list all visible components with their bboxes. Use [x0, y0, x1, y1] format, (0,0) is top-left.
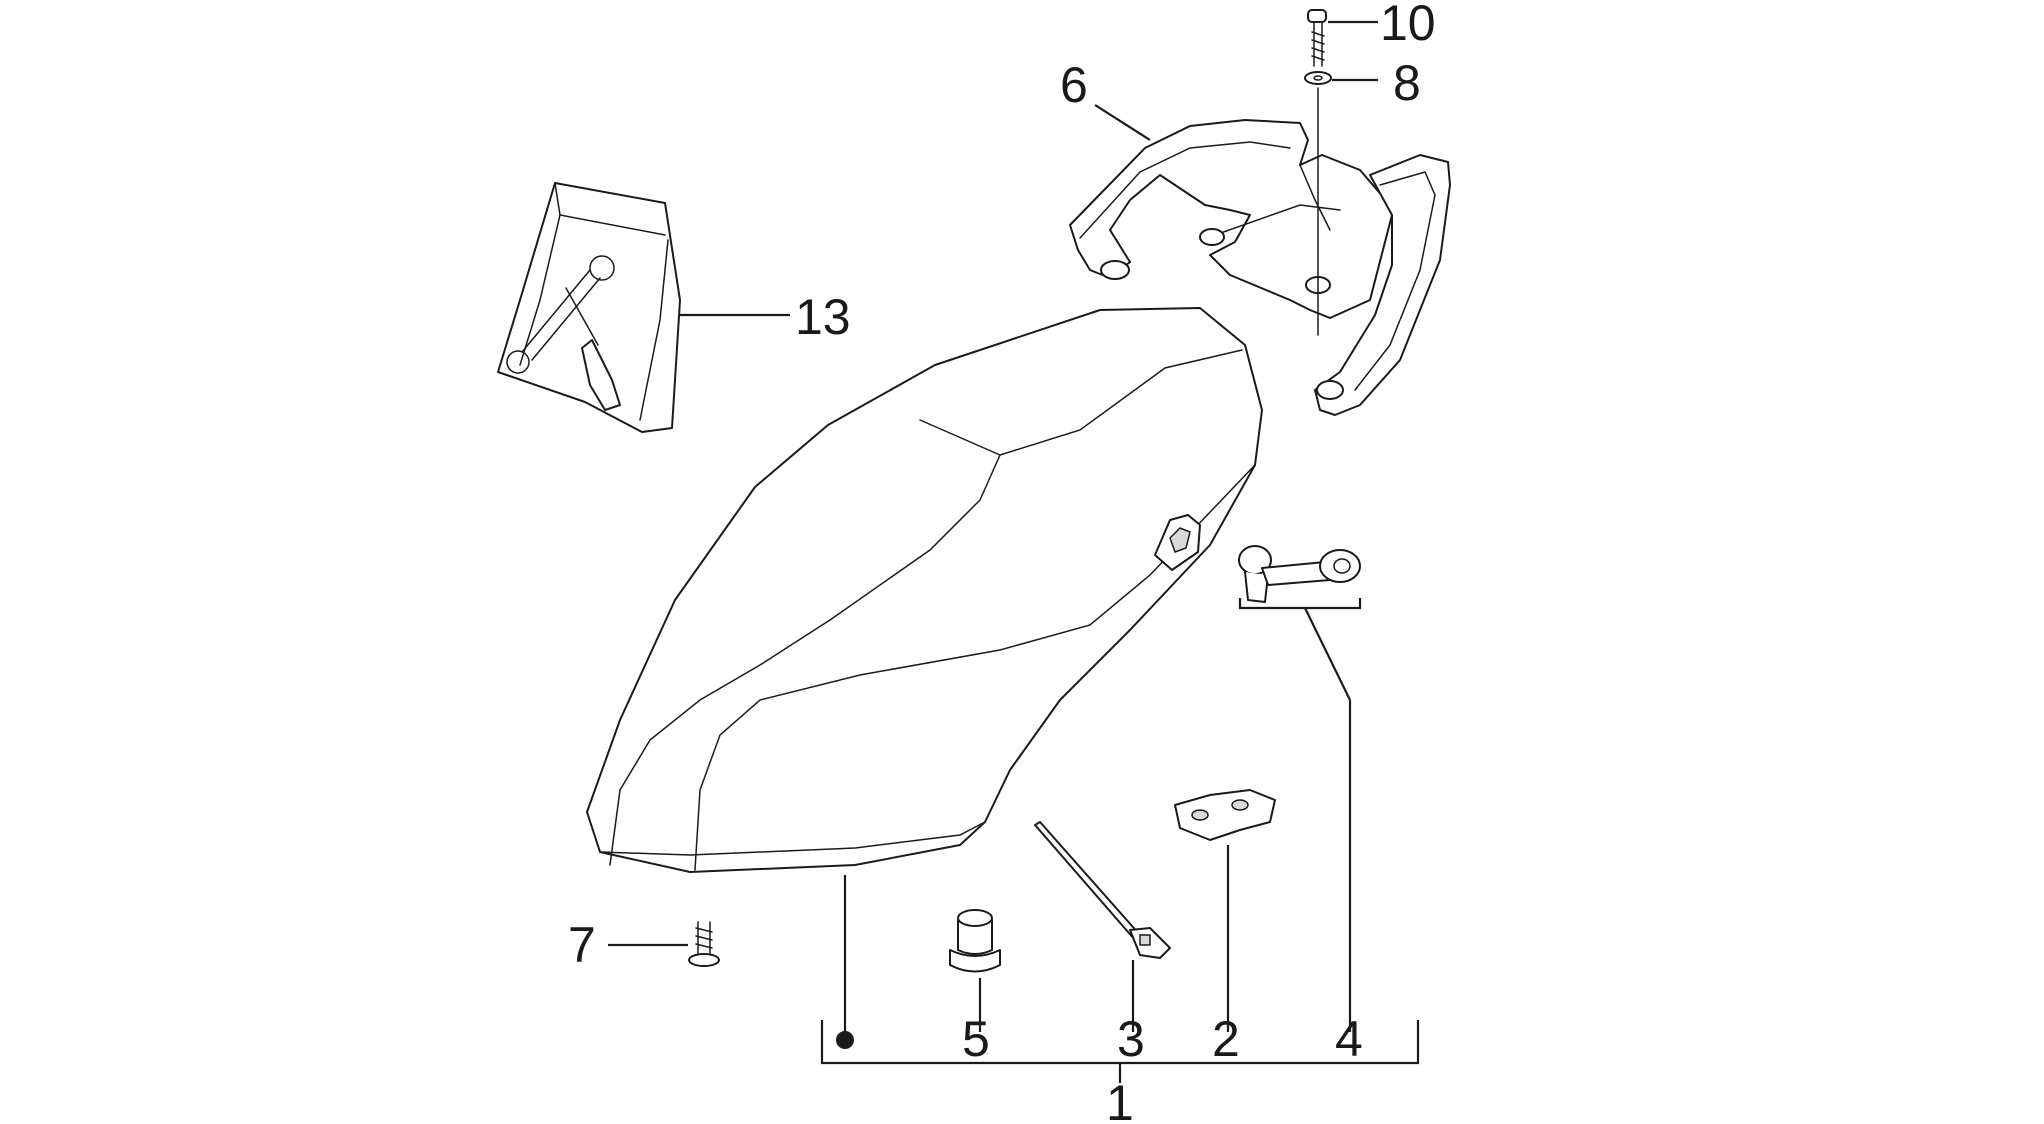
- seat: [586, 307, 1263, 873]
- washer-8: [1304, 71, 1332, 85]
- bracket-2: [1174, 789, 1276, 841]
- callout-13: 13: [795, 289, 851, 345]
- screw-7: [688, 921, 720, 967]
- leader-line-6: [1094, 104, 1151, 141]
- callout-10: 10: [1380, 0, 1436, 51]
- callout-3: 3: [1117, 1011, 1145, 1067]
- callout-4: 4: [1335, 1011, 1363, 1067]
- bracket-4: [1238, 598, 1362, 610]
- callout-6: 6: [1060, 57, 1088, 113]
- callout-5: 5: [962, 1011, 990, 1067]
- tool-kit-bag: [497, 182, 681, 433]
- latch-pin-4: [1238, 545, 1361, 603]
- leader-line-4: [1304, 607, 1351, 701]
- screw-10: [1307, 9, 1327, 67]
- callout-2: 2: [1212, 1011, 1240, 1067]
- callout-8: 8: [1393, 55, 1421, 111]
- cable-tie-3: [1034, 821, 1171, 959]
- grab-handle: [1069, 119, 1451, 416]
- callout-7: 7: [568, 917, 596, 973]
- assembly-dot: [836, 1031, 854, 1049]
- rubber-bush-5: [949, 909, 1001, 973]
- callout-1: 1: [1106, 1075, 1134, 1124]
